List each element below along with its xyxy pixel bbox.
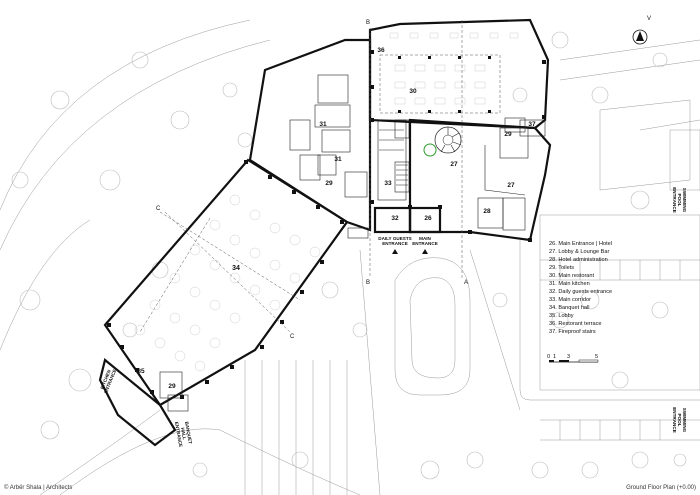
room-29-number: 29 <box>504 131 512 138</box>
building <box>98 18 552 447</box>
restaurant-outline <box>368 18 550 130</box>
room-28-number: 28 <box>483 208 491 215</box>
legend-item: 33. Main corridor <box>549 297 591 303</box>
restaurant-tables <box>389 32 519 105</box>
legend-item: 29. Toilets <box>549 265 574 271</box>
main-entrance-line1: MAIN <box>419 236 431 241</box>
room-26-outline <box>408 206 442 234</box>
drawing-title: Ground Floor Plan (+0.00) <box>626 485 696 491</box>
section-c-bottom: C <box>290 334 295 340</box>
room-30-number: 30 <box>409 88 417 95</box>
north-label: V <box>647 16 651 22</box>
pool-entrance-label-2: SWIMMING POOL ENTRANCE <box>672 407 687 433</box>
room-29-number-2: 29 <box>325 180 333 187</box>
svg-text:ENTRANCE: ENTRANCE <box>672 187 677 213</box>
lobby-outline <box>408 118 552 242</box>
daily-guests-entrance-line2: ENTRANCE <box>382 241 408 246</box>
room-33-number: 33 <box>384 180 392 187</box>
room-31-number: 31 <box>319 121 327 128</box>
legend-item: 32. Daily guests entrance <box>549 289 612 295</box>
entrance-labels: DAILY GUESTS ENTRANCE MAIN ENTRANCE KITC… <box>99 187 687 447</box>
svg-text:HALL: HALL <box>180 427 187 440</box>
legend-item: 30. Main restorant <box>549 273 595 279</box>
legend-item: 36. Restorant terrace <box>549 321 602 327</box>
legend-item: 37. Fireproof stairs <box>549 329 596 335</box>
svg-text:BANQUET: BANQUET <box>184 421 193 444</box>
north-arrow: V <box>632 16 651 45</box>
legend-item: 35. Lobby <box>549 313 574 319</box>
room-26-number: 26 <box>424 215 432 222</box>
section-b-bottom: B <box>366 280 370 286</box>
svg-text:SWIMMING: SWIMMING <box>682 188 687 213</box>
room-32-number: 32 <box>391 215 399 222</box>
credit-text: © Arbër Shala | Architects <box>4 484 72 491</box>
site-context <box>0 19 700 495</box>
svg-text:POOL: POOL <box>677 413 682 426</box>
legend-item: 27. Lobby & Lounge Bar <box>549 249 609 255</box>
room-29-number-3: 29 <box>168 383 176 390</box>
scale-tick-5: 5 <box>595 354 598 360</box>
room-34-number: 34 <box>232 265 240 272</box>
main-entrance-line2: ENTRANCE <box>412 241 438 246</box>
section-marks: B B A C C <box>156 20 468 340</box>
section-a-bottom: A <box>464 280 468 286</box>
svg-text:SWIMMING: SWIMMING <box>682 408 687 433</box>
scale-tick-0: 0 <box>547 354 550 360</box>
legend-item: 28. Hotel administration <box>549 257 608 263</box>
svg-text:POOL: POOL <box>677 193 682 206</box>
room-37-number: 37 <box>528 121 536 128</box>
legend-item: 26. Main Entrance | Hotel <box>549 241 612 247</box>
room-35-number: 35 <box>137 368 145 375</box>
pool-entrance-label-1: SWIMMING POOL ENTRANCE <box>672 187 687 213</box>
scale-tick-1: 1 <box>553 354 556 360</box>
room-numbers: 26 27 27 28 29 29 29 30 31 31 32 33 34 3… <box>137 47 536 390</box>
legend: 26. Main Entrance | Hotel 27. Lobby & Lo… <box>549 241 612 335</box>
section-b-top: B <box>366 20 370 26</box>
daily-guests-entrance-line1: DAILY GUESTS <box>378 236 411 241</box>
legend-item: 31. Main kitchen <box>549 281 590 287</box>
svg-text:ENTRANCE: ENTRANCE <box>174 421 183 447</box>
svg-text:ENTRANCE: ENTRANCE <box>672 407 677 433</box>
section-c-top: C <box>156 206 161 212</box>
banquet-hall-entrance-label: BANQUET HALL ENTRANCE <box>174 421 193 447</box>
room-36-number: 36 <box>377 47 385 54</box>
footer: © Arbër Shala | Architects Ground Floor … <box>4 484 696 491</box>
scale-bar: 0 1 3 5 <box>547 354 599 363</box>
legend-item: 34. Banquet hall <box>549 305 589 311</box>
scale-tick-3: 3 <box>567 354 570 360</box>
room-31-number-2: 31 <box>334 156 342 163</box>
room-27-number-2: 27 <box>507 182 515 189</box>
banquet-tables <box>134 194 321 372</box>
room-27-number: 27 <box>450 161 458 168</box>
lobby-35-outline <box>98 358 177 447</box>
